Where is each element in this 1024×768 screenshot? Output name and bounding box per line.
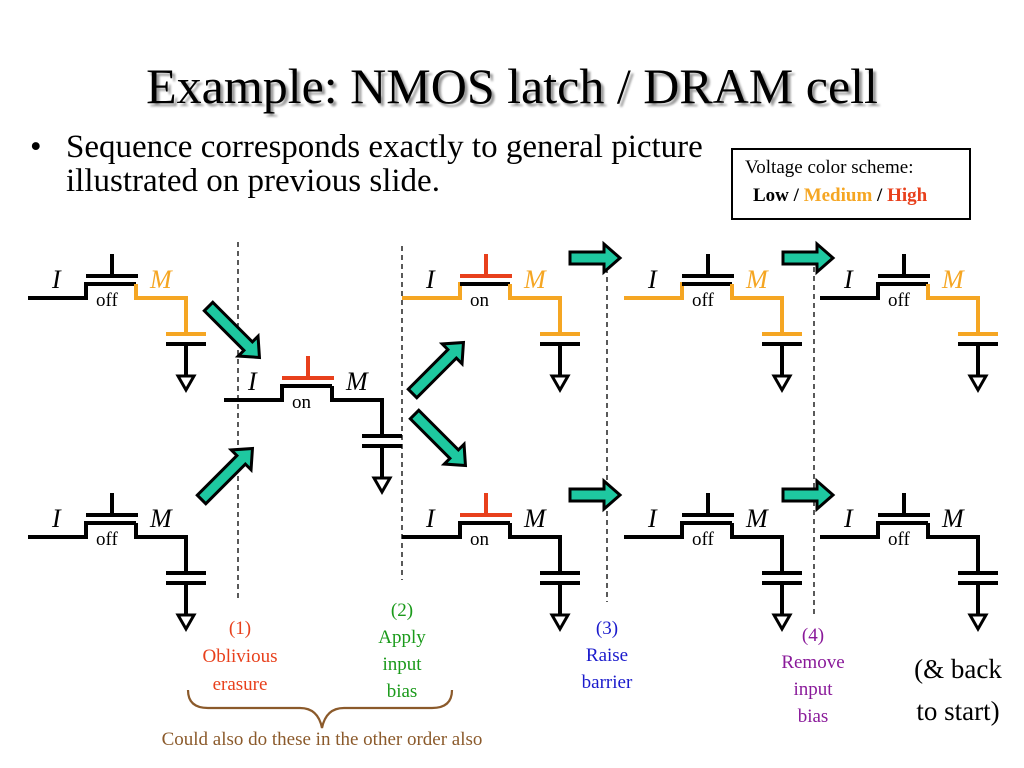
gate-state-label: off bbox=[96, 529, 118, 550]
memory-label: M bbox=[745, 504, 769, 533]
memory-wire bbox=[730, 523, 784, 573]
step-label-line: input bbox=[793, 679, 833, 700]
voltage-legend: Voltage color scheme: Low / Medium / Hig… bbox=[731, 148, 971, 220]
cell-top-step2: I Mon bbox=[402, 254, 580, 394]
ground-symbol bbox=[549, 613, 571, 633]
legend-sep: / bbox=[877, 185, 883, 206]
memory-label: M bbox=[345, 367, 369, 396]
gate-state-label: off bbox=[96, 290, 118, 311]
legend-values: Low / Medium / High bbox=[753, 184, 927, 208]
arrow-bias-bottom bbox=[408, 408, 468, 468]
slide-title: Example: NMOS latch / DRAM cell bbox=[146, 58, 878, 114]
gate-state-label: on bbox=[470, 290, 490, 311]
step-label-line: Raise bbox=[586, 645, 628, 666]
arrow-bias-top bbox=[406, 340, 466, 400]
arrow-erase-top bbox=[202, 300, 262, 360]
legend-heading: Voltage color scheme: bbox=[745, 157, 914, 178]
step-label-line: input bbox=[382, 654, 422, 675]
bullet-text: Sequence corresponds exactly to general … bbox=[66, 129, 703, 199]
memory-wire bbox=[508, 523, 562, 573]
input-label: I bbox=[425, 504, 436, 533]
brace bbox=[186, 689, 454, 729]
step-number: (2) bbox=[391, 600, 413, 621]
memory-label: M bbox=[941, 265, 965, 294]
ground-symbol bbox=[549, 374, 571, 394]
input-label: I bbox=[843, 504, 854, 533]
step-number: (4) bbox=[802, 625, 824, 646]
memory-wire bbox=[730, 284, 784, 334]
memory-label: M bbox=[523, 265, 547, 294]
arrow-step3-top bbox=[568, 240, 623, 276]
legend-high: High bbox=[887, 185, 928, 206]
cell-bottom-step2: I Mon bbox=[402, 493, 580, 633]
input-label: I bbox=[51, 504, 62, 533]
arrow-step4-top bbox=[781, 240, 836, 276]
gate-state-label: off bbox=[692, 290, 714, 311]
step-label-line: bias bbox=[387, 681, 418, 702]
memory-wire bbox=[508, 284, 562, 334]
ground-symbol bbox=[371, 476, 393, 496]
step-number: (3) bbox=[596, 618, 618, 639]
gate-state-label: off bbox=[888, 529, 910, 550]
memory-wire bbox=[134, 523, 188, 573]
input-label: I bbox=[843, 265, 854, 294]
step-number: (1) bbox=[229, 618, 251, 639]
brace-note: Could also do these in the other order a… bbox=[162, 729, 483, 750]
step-label-line: Oblivious bbox=[203, 646, 278, 667]
ground-symbol bbox=[771, 613, 793, 633]
input-label: I bbox=[425, 265, 436, 294]
ground-symbol bbox=[967, 374, 989, 394]
gate-state-label: off bbox=[692, 529, 714, 550]
back-to-start-line: to start) bbox=[916, 696, 999, 726]
gate-state-label: on bbox=[292, 392, 312, 413]
legend-low: Low bbox=[753, 185, 789, 206]
gate-state-label: off bbox=[888, 290, 910, 311]
ground-symbol bbox=[175, 374, 197, 394]
memory-label: M bbox=[149, 265, 173, 294]
bullet-symbol: • bbox=[30, 129, 42, 165]
input-label: I bbox=[647, 504, 658, 533]
input-label: I bbox=[247, 367, 258, 396]
memory-label: M bbox=[941, 504, 965, 533]
ground-symbol bbox=[967, 613, 989, 633]
memory-wire bbox=[926, 523, 980, 573]
cell-erased: I Mon bbox=[224, 356, 402, 496]
memory-wire bbox=[330, 386, 384, 436]
legend-medium: Medium bbox=[803, 185, 873, 206]
ground-symbol bbox=[771, 374, 793, 394]
step-label-line: Remove bbox=[781, 652, 844, 673]
step-label-line: barrier bbox=[582, 672, 633, 693]
step-label-line: Apply bbox=[378, 627, 426, 648]
arrow-erase-bottom bbox=[195, 446, 255, 506]
legend-sep: / bbox=[793, 185, 799, 206]
step-label-line: erasure bbox=[213, 674, 268, 695]
memory-wire bbox=[926, 284, 980, 334]
input-label: I bbox=[51, 265, 62, 294]
back-to-start-line: (& back bbox=[914, 654, 1002, 684]
ground-symbol bbox=[175, 613, 197, 633]
memory-wire bbox=[134, 284, 188, 334]
gate-state-label: on bbox=[470, 529, 490, 550]
arrow-step3-bottom bbox=[568, 477, 623, 513]
arrow-step4-bottom bbox=[781, 477, 836, 513]
input-label: I bbox=[647, 265, 658, 294]
memory-label: M bbox=[523, 504, 547, 533]
memory-label: M bbox=[745, 265, 769, 294]
step-label-line: bias bbox=[798, 706, 829, 727]
memory-label: M bbox=[149, 504, 173, 533]
